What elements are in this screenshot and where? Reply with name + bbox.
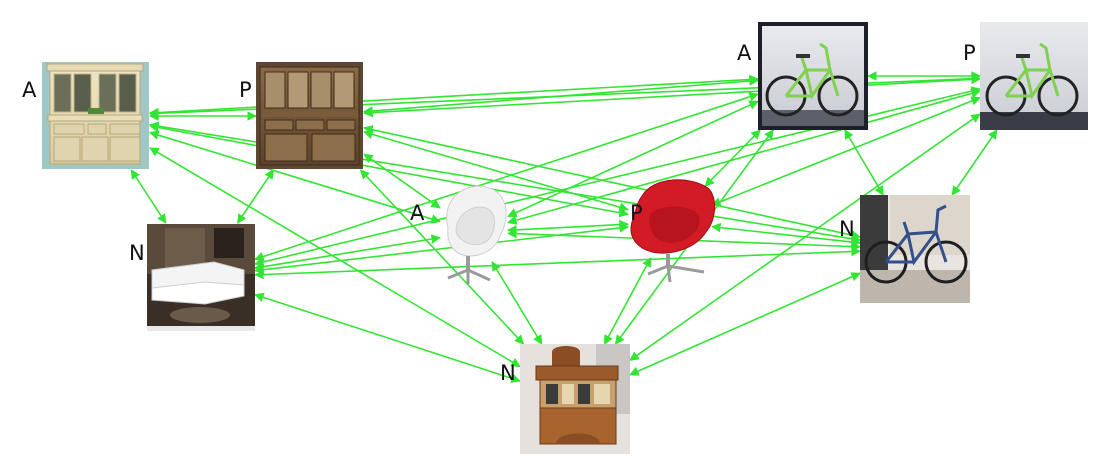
bicycle-icon — [758, 22, 868, 130]
node-label: N — [500, 361, 516, 385]
node-label: P — [630, 201, 643, 225]
node-label: A — [22, 78, 37, 102]
edge-hutch_a-sofa_n — [130, 169, 167, 224]
edge-sofa_n-bike_n — [254, 246, 861, 280]
node-bike-positive: P — [963, 22, 1088, 130]
node-hutch-positive: P — [239, 62, 363, 169]
edge-hutch_p-chair_a — [363, 153, 441, 209]
bicycle-icon — [980, 22, 1088, 130]
node-hutch-anchor: A — [22, 62, 149, 169]
edge-chair_p-stool_n — [603, 257, 652, 345]
edge-hutch_p-bike_a — [363, 76, 759, 116]
edge-bike_n-stool_n — [629, 272, 861, 376]
edge-bike_a-chair_a — [507, 100, 759, 218]
node-bike-negative: N — [839, 195, 970, 303]
node-bike-anchor: A — [737, 22, 868, 130]
node-sofa-negative: N — [129, 224, 255, 331]
node-label: N — [839, 217, 855, 241]
wooden-stool-icon — [520, 344, 630, 454]
cupboard-icon — [42, 62, 149, 169]
node-label: P — [963, 41, 976, 65]
egg-chair-icon — [630, 179, 715, 283]
edge-bike_p-bike_n — [951, 129, 998, 196]
egg-chair-icon — [446, 185, 507, 284]
node-chair-positive: P — [630, 179, 715, 283]
sofa-icon — [147, 224, 255, 331]
node-label: A — [410, 201, 425, 225]
edge-chair_a-stool_n — [491, 261, 543, 345]
edge-chair_p-bike_n — [711, 222, 861, 247]
node-stool-negative: N — [500, 344, 630, 454]
node-chair-anchor: A — [410, 185, 507, 284]
bicycle-icon — [860, 195, 970, 303]
node-label: P — [239, 78, 252, 102]
edge-sofa_n-stool_n — [254, 292, 521, 383]
node-label: A — [737, 41, 752, 65]
edge-sofa_n-chair_p — [254, 223, 629, 275]
cupboard-icon — [256, 62, 363, 169]
node-label: N — [129, 241, 145, 265]
edge-hutch_p-sofa_n — [236, 169, 275, 224]
edges-layer — [130, 71, 998, 383]
